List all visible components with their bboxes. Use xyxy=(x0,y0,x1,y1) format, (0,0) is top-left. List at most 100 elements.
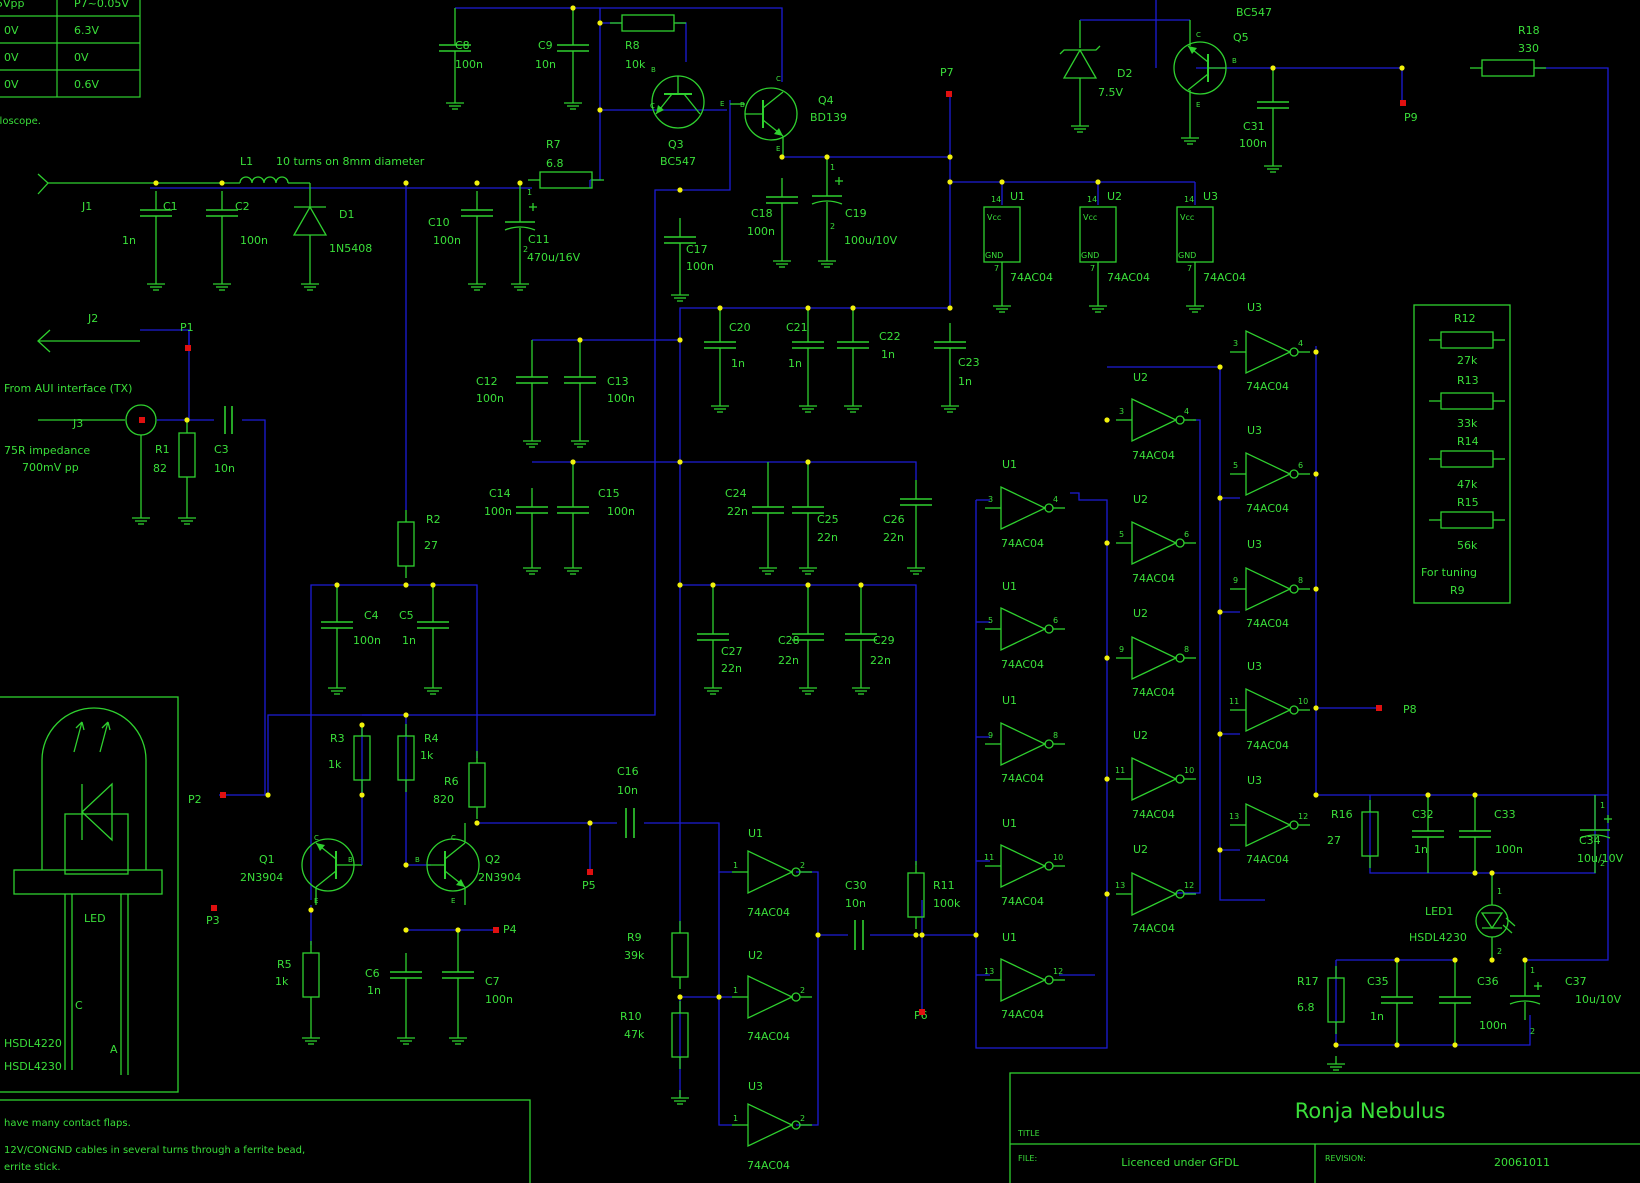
component-label: 100n xyxy=(686,260,714,273)
component-label: P1 xyxy=(180,321,194,334)
svg-text:10: 10 xyxy=(1184,766,1194,775)
component-label: 100u/10V xyxy=(844,234,898,247)
component-label: 22n xyxy=(727,505,748,518)
svg-text:5: 5 xyxy=(988,616,993,625)
coil-note: 10 turns on 8mm diameter xyxy=(276,155,425,168)
component-label: C22 xyxy=(879,330,901,343)
file-value: Licenced under GFDL xyxy=(1121,1156,1239,1169)
j3-bnc-icon xyxy=(38,404,157,510)
component-label: R17 xyxy=(1297,975,1319,988)
svg-text:6: 6 xyxy=(1298,461,1303,470)
svg-text:6: 6 xyxy=(1053,616,1058,625)
impedance-note: 75R impedance xyxy=(4,444,90,457)
tuning-r15: R15 xyxy=(1457,496,1479,509)
component-label: P9 xyxy=(1404,111,1418,124)
component-label: 10n xyxy=(535,58,556,71)
component-label: HSDL4230 xyxy=(1409,931,1467,944)
tuning-r12-value: 27k xyxy=(1457,354,1478,367)
svg-text:2: 2 xyxy=(1497,947,1502,956)
title-block xyxy=(1009,1072,1640,1183)
component-label: 74AC04 xyxy=(747,906,790,919)
component-label: U1 xyxy=(1002,580,1017,593)
component-label: R18 xyxy=(1518,24,1540,37)
component-label: 74AC04 xyxy=(747,1030,790,1043)
component-label: U2 xyxy=(1133,607,1148,620)
component-label: 22n xyxy=(817,531,838,544)
component-label: 74AC04 xyxy=(1246,502,1289,515)
table-cell: P7~0.05V xyxy=(74,0,129,10)
component-label: R4 xyxy=(424,732,439,745)
c37-polarized-capacitor-icon xyxy=(1509,960,1542,1020)
component-label: LED1 xyxy=(1425,905,1454,918)
r5-resistor-icon xyxy=(302,940,320,1010)
component-label: 100n xyxy=(353,634,381,647)
component-label: C31 xyxy=(1243,120,1265,133)
component-label: U1 xyxy=(748,827,763,840)
component-label: C6 xyxy=(365,967,380,980)
c30-capacitor-icon xyxy=(854,920,864,950)
component-label: 22n xyxy=(883,531,904,544)
component-label: 100n xyxy=(240,234,268,247)
component-label: C4 xyxy=(364,609,379,622)
tuning-caption: R9 xyxy=(1450,584,1465,597)
component-label: U3 xyxy=(1203,190,1218,203)
component-label: 2N3904 xyxy=(478,871,521,884)
component-label: C2 xyxy=(235,200,250,213)
component-label: C28 xyxy=(778,634,800,647)
svg-text:3: 3 xyxy=(988,495,993,504)
table-cell: 0V xyxy=(4,51,19,64)
component-label: C30 xyxy=(845,879,867,892)
component-label: C21 xyxy=(786,321,808,334)
component-label: Q5 xyxy=(1233,31,1249,44)
svg-text:1: 1 xyxy=(1600,801,1605,810)
svg-text:1: 1 xyxy=(1497,887,1502,896)
table-cell: 0V xyxy=(4,78,19,91)
component-label: 10u/10V xyxy=(1577,852,1624,865)
schematic-title: Ronja Nebulus xyxy=(1295,1099,1446,1123)
component-label: 10u/10V xyxy=(1575,993,1622,1006)
svg-text:E: E xyxy=(1196,101,1200,109)
svg-text:8: 8 xyxy=(1298,576,1303,585)
component-label: 74AC04 xyxy=(1010,271,1053,284)
svg-text:12: 12 xyxy=(1053,967,1063,976)
svg-text:7: 7 xyxy=(994,264,999,273)
svg-text:11: 11 xyxy=(1115,766,1125,775)
tuning-r12: R12 xyxy=(1454,312,1476,325)
svg-text:11: 11 xyxy=(1229,697,1239,706)
component-label: 2N3904 xyxy=(240,871,283,884)
component-label: C26 xyxy=(883,513,905,526)
component-label: C14 xyxy=(489,487,511,500)
component-label: C16 xyxy=(617,765,639,778)
j2-connector-icon xyxy=(37,329,140,353)
component-label: 1k xyxy=(420,749,434,762)
q1-transistor-icon xyxy=(301,838,355,892)
svg-text:8: 8 xyxy=(1053,731,1058,740)
svg-text:10: 10 xyxy=(1053,853,1063,862)
component-label: 10n xyxy=(845,897,866,910)
component-label: C8 xyxy=(455,39,470,52)
j1-connector-icon xyxy=(37,173,150,195)
component-label: 10n xyxy=(214,462,235,475)
svg-text:GND: GND xyxy=(1178,251,1196,260)
component-label: 74AC04 xyxy=(1246,853,1289,866)
svg-text:Vcc: Vcc xyxy=(987,213,1001,222)
component-label: BD139 xyxy=(810,111,847,124)
led-detail-label: LED xyxy=(84,912,106,925)
pin-number: 2 xyxy=(523,245,528,254)
component-label: C20 xyxy=(729,321,751,334)
component-label: U3 xyxy=(1247,424,1262,437)
component-label: 74AC04 xyxy=(1107,271,1150,284)
component-label: U1 xyxy=(1002,931,1017,944)
svg-text:13: 13 xyxy=(984,967,994,976)
svg-text:1: 1 xyxy=(1530,966,1535,975)
component-label: 74AC04 xyxy=(1203,271,1246,284)
revision-value: 20061011 xyxy=(1494,1156,1550,1169)
u1-power-box xyxy=(983,206,1021,298)
component-label: 100k xyxy=(933,897,961,910)
component-label: C18 xyxy=(751,207,773,220)
tuning-r13-value: 33k xyxy=(1457,417,1478,430)
title-label: TITLE xyxy=(1017,1129,1040,1138)
component-label: J2 xyxy=(87,312,98,325)
component-label: 74AC04 xyxy=(1132,572,1175,585)
component-label: 100n xyxy=(1239,137,1267,150)
